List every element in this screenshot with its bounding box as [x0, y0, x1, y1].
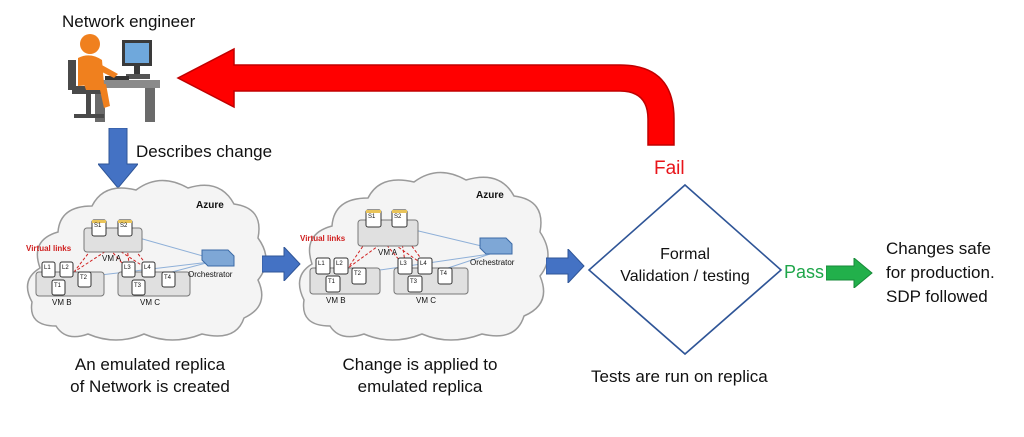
cloud-2-shape [298, 171, 549, 341]
virtual-links-label: Virtual links [26, 244, 72, 253]
cloud-1-caption-line2: of Network is created [70, 377, 230, 396]
vm-a-label: VM A [102, 254, 122, 263]
cloud-1: Azure Virtual links Orchestrator VM A VM… [22, 176, 268, 344]
switch-t4: T4 [164, 275, 172, 281]
vm-b-label: VM B [326, 296, 346, 305]
validation-line1: Formal [660, 246, 710, 263]
result-line2: for production. [886, 263, 995, 282]
result-line1: Changes safe [886, 239, 991, 258]
pass-label: Pass [784, 262, 825, 282]
switch-l4: L4 [144, 265, 151, 271]
orchestrator-label: Orchestrator [188, 270, 233, 279]
orchestrator-label: Orchestrator [470, 258, 515, 267]
switch-l1: L1 [44, 265, 51, 271]
cloud-2-caption-line2: emulated replica [357, 377, 483, 396]
switch-l4: L4 [420, 261, 427, 267]
engineer-title: Network engineer [62, 12, 196, 31]
switch-t3: T3 [410, 279, 418, 285]
switch-s1: S1 [94, 223, 102, 229]
switch-t1: T1 [54, 283, 62, 289]
cloud-2-caption-line1: Change is applied to [342, 355, 498, 374]
switch-t4: T4 [440, 271, 448, 277]
switch-s2: S2 [120, 223, 128, 229]
validation-diamond [587, 183, 783, 356]
switch-l3: L3 [400, 261, 407, 267]
vm-c-label: VM C [416, 296, 436, 305]
switch-t2: T2 [354, 271, 362, 277]
azure-label: Azure [476, 190, 504, 201]
switch-t1: T1 [328, 279, 336, 285]
feedback-arrow [176, 47, 675, 146]
switch-t2: T2 [80, 275, 88, 281]
pass-arrow [826, 258, 873, 288]
right-arrow-2 [546, 249, 585, 283]
vm-a-label: VM A [378, 248, 398, 257]
azure-label: Azure [196, 200, 224, 211]
switch-l2: L2 [336, 261, 343, 267]
describes-change-label: Describes change [136, 142, 273, 161]
switch-l2: L2 [62, 265, 69, 271]
fail-label: Fail [654, 158, 685, 179]
vm-c-label: VM C [140, 298, 160, 307]
result-line3: SDP followed [886, 287, 988, 306]
switch-l1: L1 [318, 261, 325, 267]
switch-s2: S2 [394, 214, 402, 220]
validation-caption: Tests are run on replica [591, 367, 768, 386]
vm-b-label: VM B [52, 298, 72, 307]
down-arrow [98, 128, 138, 189]
cloud-1-caption-line1: An emulated replica [74, 355, 226, 374]
switch-t3: T3 [134, 283, 142, 289]
switch-l3: L3 [124, 265, 131, 271]
engineer-icon [68, 34, 160, 122]
cloud-2: Azure Virtual links Orchestrator VM A VM… [294, 168, 550, 344]
right-arrow-1 [262, 247, 301, 281]
virtual-links-label: Virtual links [300, 234, 346, 243]
validation-line2: Validation / testing [620, 268, 750, 285]
switch-s1: S1 [368, 214, 376, 220]
cloud-1-shape [26, 179, 267, 341]
